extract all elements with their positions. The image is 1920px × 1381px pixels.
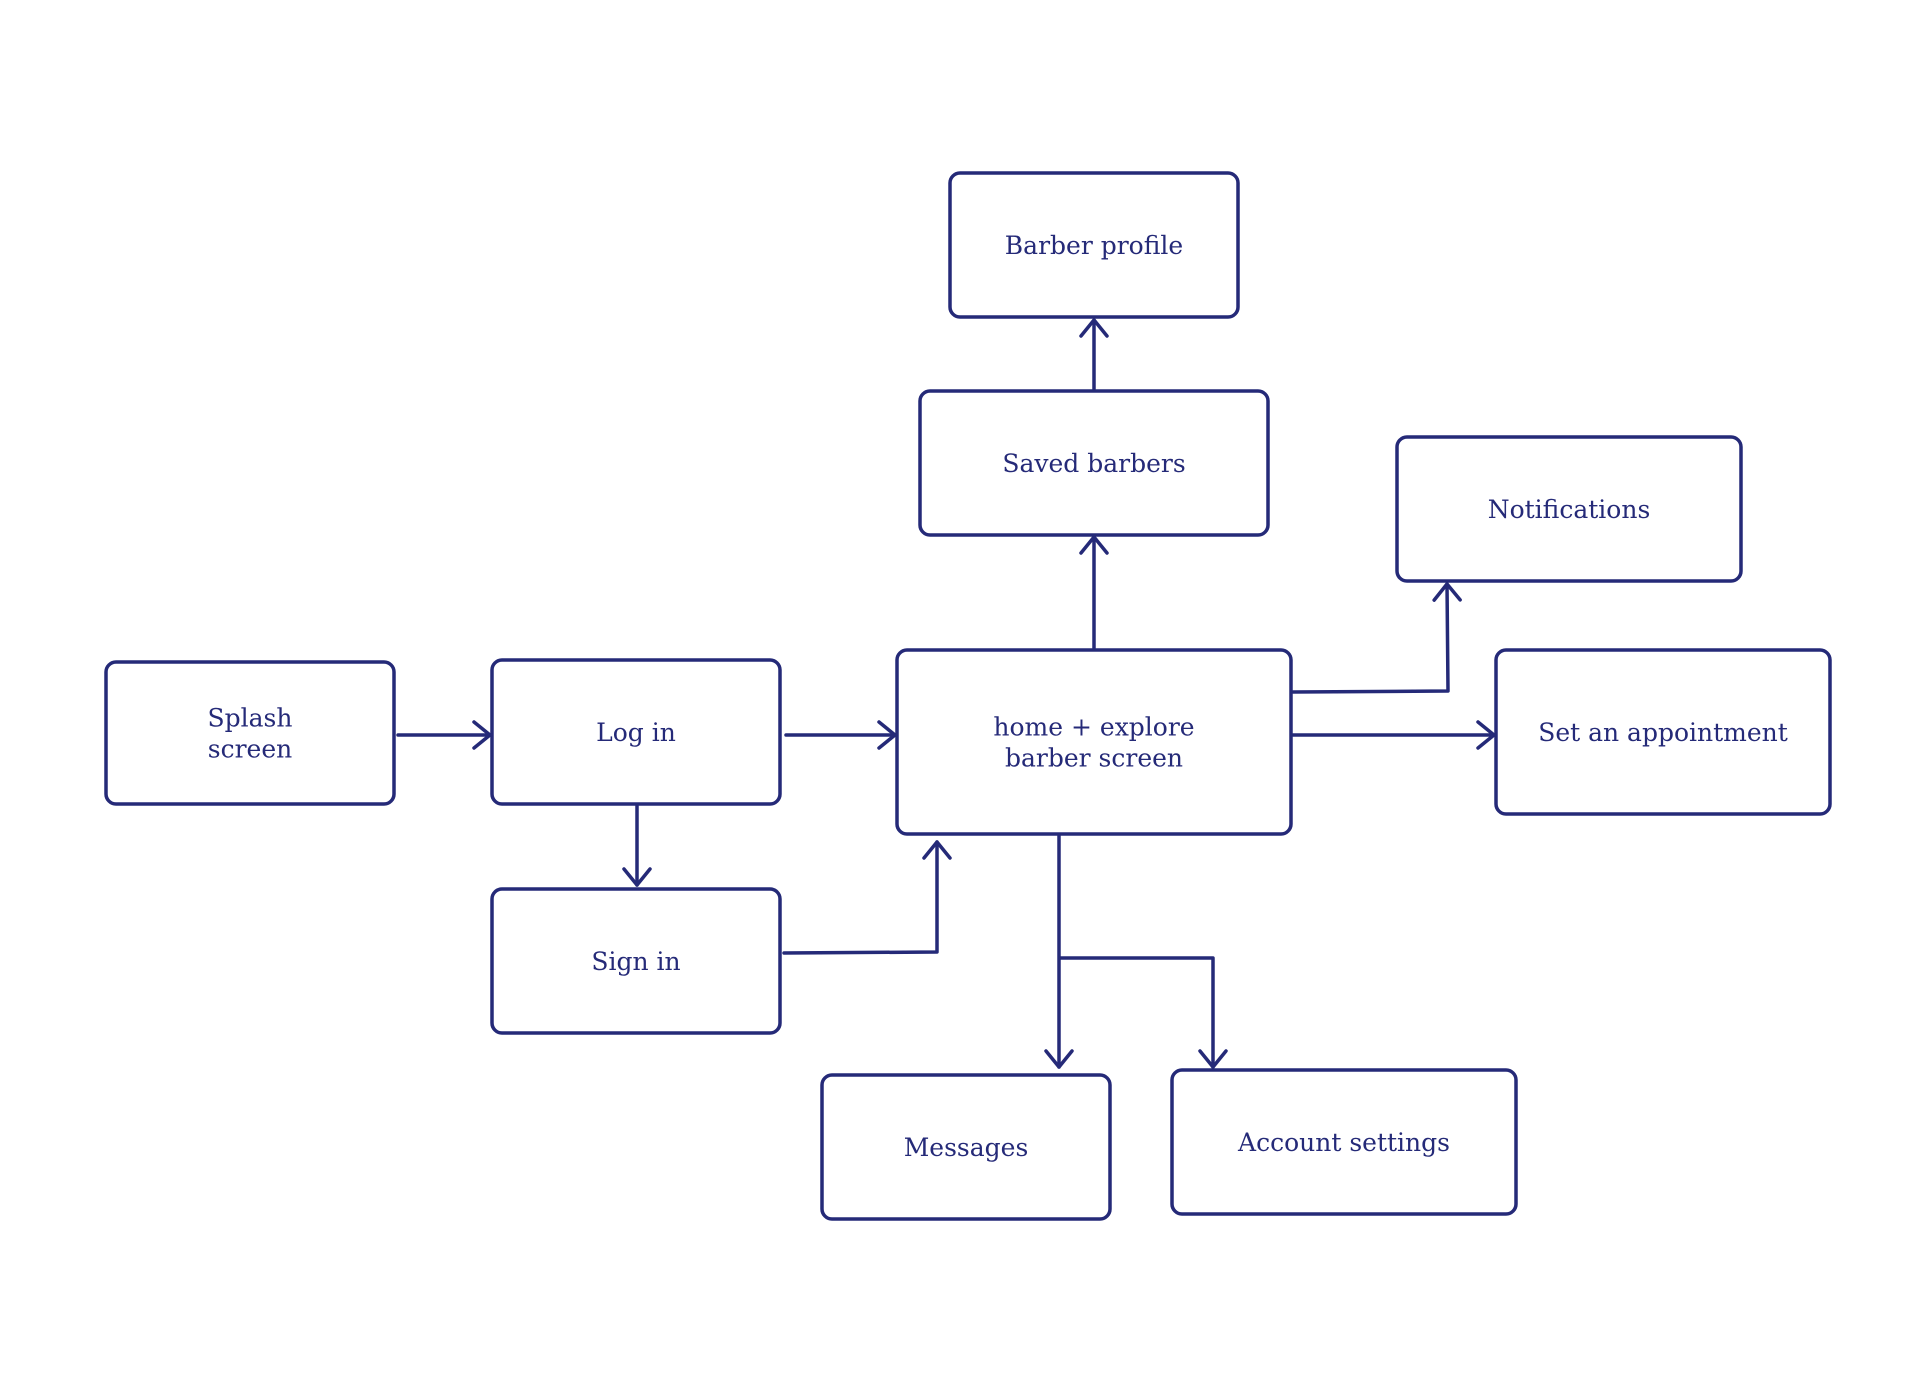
arrowhead: [1044, 1049, 1074, 1069]
node-label: Set an appointment: [1538, 718, 1788, 747]
arrow-home-to-appointment: [1291, 720, 1496, 750]
node-account: Account settings: [1170, 1068, 1518, 1216]
node-messages: Messages: [820, 1073, 1112, 1221]
node-label: Barber profile: [1005, 231, 1183, 260]
node-box: [490, 887, 782, 1035]
node-box: [895, 648, 1293, 836]
node-box: [1395, 435, 1743, 583]
arrowhead: [1079, 535, 1109, 555]
arrowhead: [622, 867, 652, 887]
arrow-saved-to-profile: [1079, 318, 1109, 391]
arrowhead: [877, 720, 897, 750]
node-label: home + explore: [993, 713, 1194, 742]
arrow-home-to-notifications: [1291, 582, 1462, 694]
connector-line: [782, 840, 939, 955]
node-box: [918, 389, 1270, 537]
node-label: Account settings: [1237, 1128, 1450, 1157]
arrowhead: [472, 720, 492, 750]
arrow-signin-to-home: [782, 840, 952, 955]
node-box: [104, 660, 396, 806]
node-box: [1170, 1068, 1518, 1216]
node-label: Log in: [596, 718, 676, 747]
node-signin: Sign in: [490, 887, 782, 1035]
node-label: Messages: [904, 1133, 1029, 1162]
arrowhead: [1198, 1049, 1228, 1069]
node-box: [1494, 648, 1832, 816]
node-saved: Saved barbers: [918, 389, 1270, 537]
node-label: Saved barbers: [1002, 449, 1185, 478]
node-label: barber screen: [1005, 744, 1183, 773]
node-appointment: Set an appointment: [1494, 648, 1832, 816]
edges-layer: [396, 318, 1496, 1069]
node-profile: Barber profile: [948, 171, 1240, 319]
node-notifications: Notifications: [1395, 435, 1743, 583]
arrow-home-to-account: [1058, 956, 1228, 1069]
arrowhead: [922, 840, 952, 860]
node-label: Notifications: [1488, 495, 1651, 524]
node-label: screen: [208, 735, 292, 764]
arrow-splash-to-login: [396, 720, 492, 750]
arrowhead: [1476, 720, 1496, 750]
node-box: [820, 1073, 1112, 1221]
connector-line: [1291, 582, 1450, 694]
node-box: [490, 658, 782, 806]
node-login: Log in: [490, 658, 782, 806]
arrowhead: [1432, 582, 1462, 602]
arrow-home-to-saved: [1079, 535, 1109, 650]
arrow-login-to-signin: [622, 804, 652, 887]
node-label: Sign in: [591, 947, 680, 976]
arrow-login-to-home: [784, 720, 897, 750]
node-label: Splash: [208, 704, 293, 733]
arrowhead: [1079, 318, 1109, 338]
connector-line: [1058, 956, 1215, 1069]
node-box: [948, 171, 1240, 319]
arrow-home-to-messages: [1044, 834, 1074, 1069]
